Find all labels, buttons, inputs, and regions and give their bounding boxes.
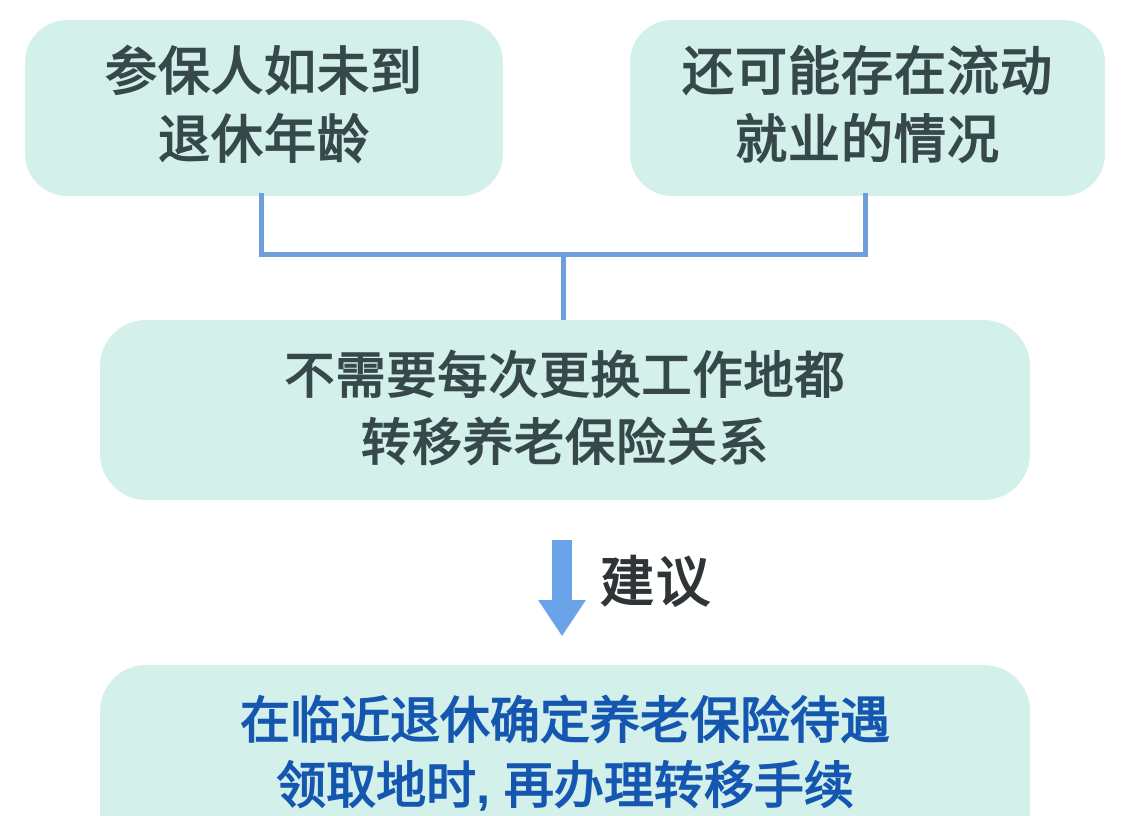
node-premise-mobility: 还可能存在流动 就业的情况	[630, 20, 1105, 196]
node-premise-mobility-line-2: 就业的情况	[734, 112, 1000, 170]
node-premise-mobility-line-1: 还可能存在流动	[681, 44, 1053, 103]
node-recommendation: 在临近退休确定养老保险待遇 领取地时, 再办理转移手续	[100, 665, 1030, 816]
connector-left-stem	[259, 193, 264, 257]
node-recommendation-line-2: 领取地时, 再办理转移手续	[276, 758, 854, 814]
advice-label: 建议	[600, 553, 712, 613]
node-premise-age-line-1: 参保人如未到	[104, 44, 423, 103]
connector-right-stem	[863, 193, 868, 257]
node-conclusion: 不需要每次更换工作地都 转移养老保险关系	[100, 320, 1030, 500]
node-conclusion-line-1: 不需要每次更换工作地都	[284, 348, 846, 404]
node-premise-age: 参保人如未到 退休年龄	[25, 20, 503, 196]
node-conclusion-line-2: 转移养老保险关系	[361, 415, 769, 471]
node-premise-age-line-2: 退休年龄	[157, 112, 370, 170]
connector-center-stem	[561, 252, 566, 324]
arrow-down-icon	[534, 540, 590, 638]
node-recommendation-line-1: 在临近退休确定养老保险待遇	[240, 693, 890, 749]
